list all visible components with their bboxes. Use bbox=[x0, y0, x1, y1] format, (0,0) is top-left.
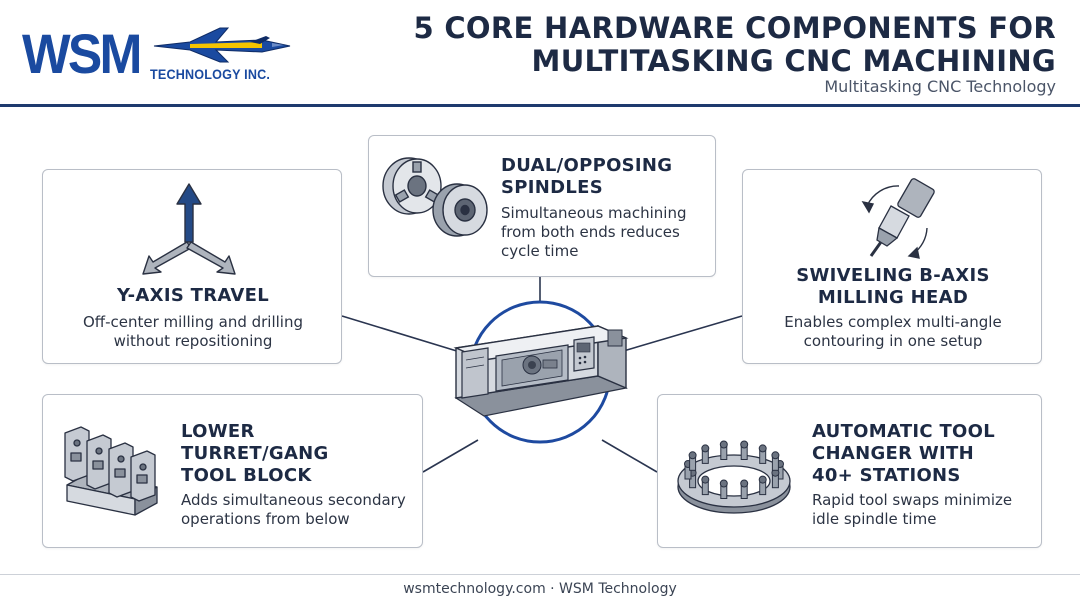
card-description: Enables complex multi-angle contouring i… bbox=[743, 313, 1043, 351]
footer-text: wsmtechnology.com · WSM Technology bbox=[403, 581, 677, 597]
tool-carousel-icon bbox=[677, 440, 791, 514]
xyz-axes-icon bbox=[142, 183, 236, 275]
card-title: DUAL/OPPOSING SPINDLES bbox=[501, 155, 711, 199]
card-description-line: without repositioning bbox=[113, 332, 273, 350]
card-title: SWIVELING B-AXIS MILLING HEAD bbox=[743, 265, 1043, 309]
connector-y-axis bbox=[341, 315, 461, 353]
tool-holder-cap bbox=[740, 440, 749, 449]
page-title: 5 CORE HARDWARE COMPONENTS FOR MULTITASK… bbox=[413, 12, 1056, 78]
card-title: LOWER TURRET/GANG TOOL BLOCK bbox=[181, 421, 417, 487]
card-dual-spindles: DUAL/OPPOSING SPINDLES Simultaneous mach… bbox=[368, 135, 716, 277]
header-divider bbox=[0, 104, 1080, 107]
card-description-line: Off-center milling and drilling bbox=[82, 313, 304, 331]
jet-icon bbox=[153, 27, 291, 63]
tool-holder-cap bbox=[719, 440, 728, 449]
page-title-line2: MULTITASKING CNC MACHINING bbox=[531, 44, 1056, 78]
tool-holder-cap bbox=[701, 475, 710, 484]
card-description-line: Rapid tool swaps minimize bbox=[812, 491, 1013, 509]
cnc-lathe-icon bbox=[453, 324, 629, 417]
card-b-axis-head: SWIVELING B-AXIS MILLING HEAD Enables co… bbox=[742, 169, 1042, 364]
page-title-line1: 5 CORE HARDWARE COMPONENTS FOR bbox=[413, 11, 1056, 45]
tool-holder-cap bbox=[688, 451, 697, 460]
tool-holder-cap bbox=[740, 479, 749, 488]
card-description-line: from both ends reduces bbox=[501, 223, 680, 241]
card-description-line: contouring in one setup bbox=[803, 332, 983, 350]
connector-turret bbox=[422, 439, 479, 473]
center-ring bbox=[468, 300, 612, 444]
card-y-axis-travel: Y-AXIS TRAVEL Off-center milling and dri… bbox=[42, 169, 342, 364]
card-description-line: Enables complex multi-angle bbox=[784, 313, 1002, 331]
gang-tool-block-icon bbox=[64, 426, 158, 516]
card-title-line: SPINDLES bbox=[501, 177, 603, 198]
card-description: Adds simultaneous secondary operations f… bbox=[181, 491, 417, 529]
footer-divider bbox=[0, 574, 1080, 575]
card-title-line: TURRET/GANG bbox=[181, 443, 329, 464]
card-description-line: cycle time bbox=[501, 242, 579, 260]
tool-holder-cap bbox=[758, 444, 767, 453]
card-title-line: LOWER bbox=[181, 421, 255, 442]
card-title-line: DUAL/OPPOSING bbox=[501, 155, 673, 176]
spindle-chucks-icon bbox=[382, 157, 488, 237]
card-description: Simultaneous machining from both ends re… bbox=[501, 204, 711, 261]
tool-holder-cap bbox=[771, 451, 780, 460]
card-description-line: idle spindle time bbox=[812, 510, 937, 528]
logo-mark: WSM bbox=[22, 26, 142, 82]
connector-b-axis bbox=[619, 315, 743, 353]
card-description: Off-center milling and drilling without … bbox=[43, 313, 343, 351]
swivel-head-icon bbox=[861, 178, 935, 259]
tool-holder-cap bbox=[758, 475, 767, 484]
connector-atc bbox=[601, 439, 658, 473]
card-title-line: MILLING HEAD bbox=[817, 287, 969, 308]
card-title-line: TOOL BLOCK bbox=[181, 465, 312, 486]
card-title-line: SWIVELING B-AXIS bbox=[796, 265, 990, 286]
card-description-line: Simultaneous machining bbox=[501, 204, 687, 222]
tool-holder-cap bbox=[719, 479, 728, 488]
card-lower-turret: LOWER TURRET/GANG TOOL BLOCK Adds simult… bbox=[42, 394, 423, 548]
card-title-line: CHANGER WITH bbox=[812, 443, 974, 464]
card-description-line: Adds simultaneous secondary bbox=[181, 491, 406, 509]
logo-subtitle: TECHNOLOGY INC. bbox=[150, 66, 271, 82]
logo-mark-text: WSM bbox=[22, 22, 142, 85]
card-tool-changer: AUTOMATIC TOOL CHANGER WITH 40+ STATIONS… bbox=[657, 394, 1042, 548]
tool-holder-cap bbox=[701, 444, 710, 453]
card-description: Rapid tool swaps minimize idle spindle t… bbox=[812, 491, 1038, 529]
page-subtitle: Multitasking CNC Technology bbox=[824, 77, 1056, 96]
card-title-line: AUTOMATIC TOOL bbox=[812, 421, 996, 442]
company-logo: WSM TECHNOLOGY INC. bbox=[22, 18, 291, 88]
card-title: Y-AXIS TRAVEL bbox=[116, 285, 270, 306]
card-title-line: 40+ STATIONS bbox=[812, 465, 961, 486]
card-description-line: operations from below bbox=[181, 510, 350, 528]
card-title: AUTOMATIC TOOL CHANGER WITH 40+ STATIONS bbox=[812, 421, 1038, 487]
